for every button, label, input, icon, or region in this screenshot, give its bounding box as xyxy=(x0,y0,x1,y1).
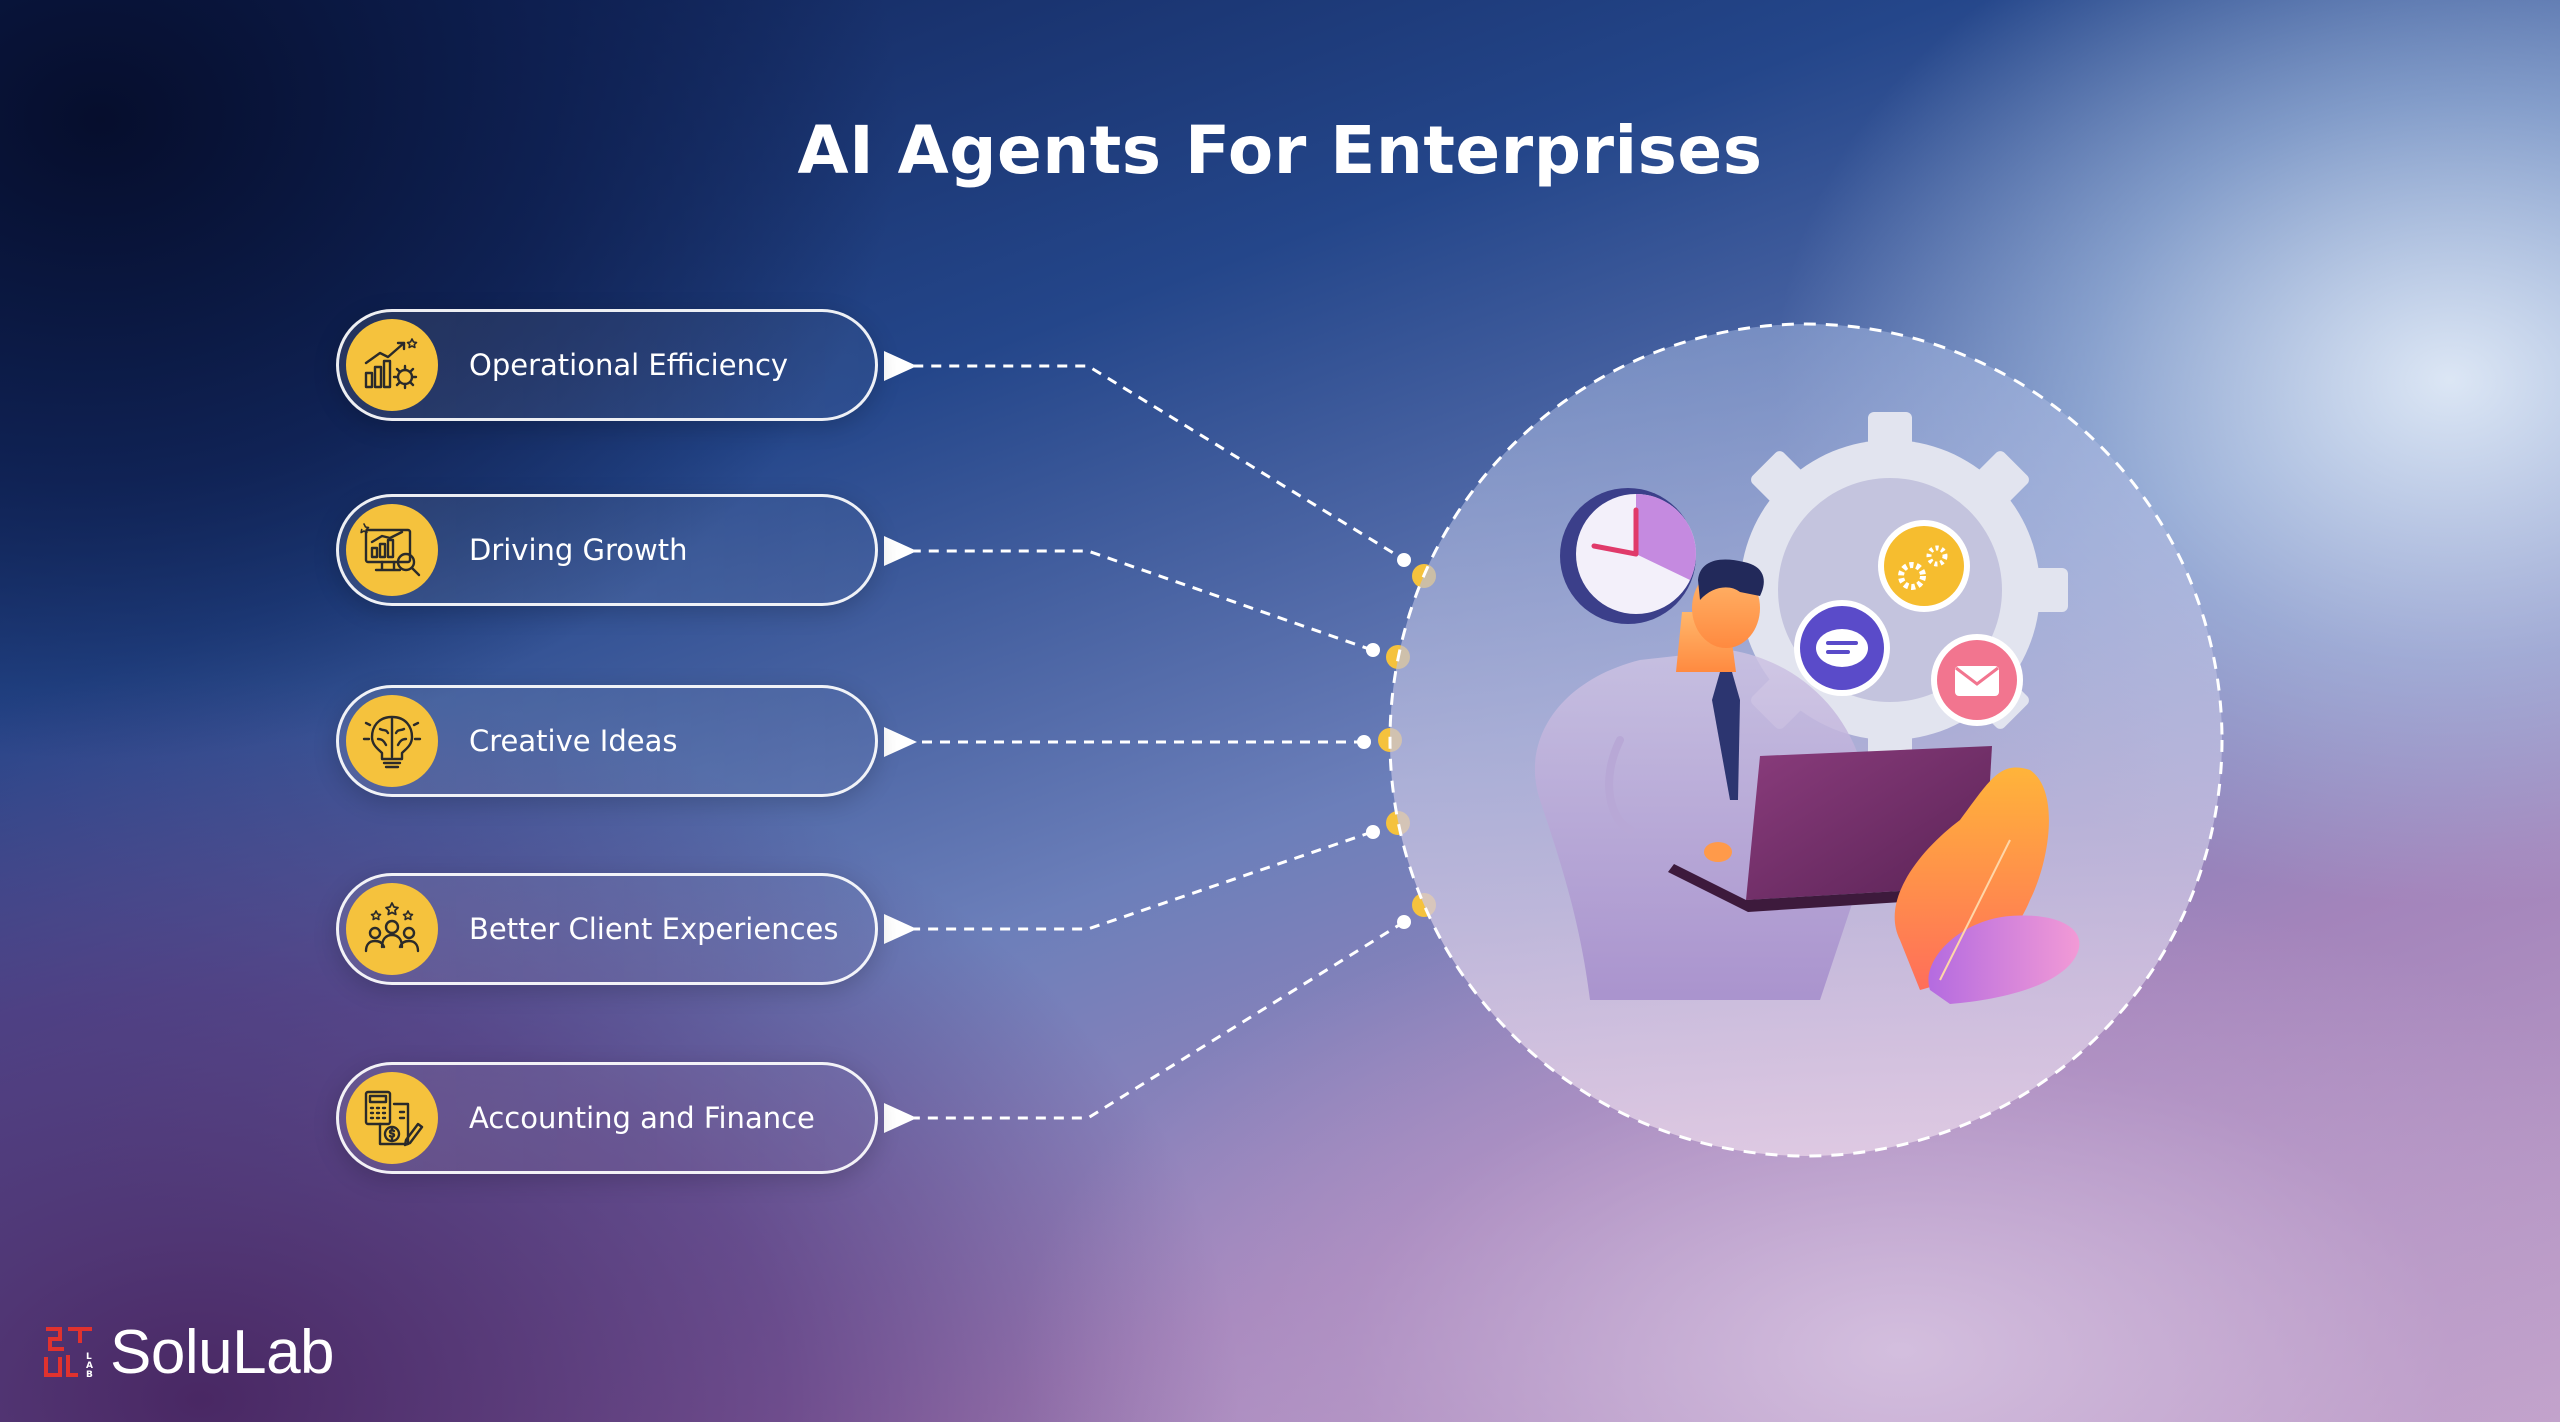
connector-better-client-experiences xyxy=(884,830,1373,944)
page-title: AI Agents For Enterprises xyxy=(797,112,1763,189)
brain-lightbulb-icon xyxy=(346,695,438,787)
item-operational-efficiency: Operational Efficiency xyxy=(336,309,878,421)
brand-logo: L A B SoluLab xyxy=(42,1317,335,1387)
connector-driving-growth xyxy=(884,536,1373,652)
monitor-analytics-icon xyxy=(346,504,438,596)
brand-name: SoluLab xyxy=(110,1317,335,1387)
item-accounting-finance: Accounting and Finance xyxy=(336,1062,878,1174)
settings-badge-icon xyxy=(1878,520,1970,612)
person-tie xyxy=(1712,672,1740,800)
person-body xyxy=(1534,650,1860,1000)
item-label: Driving Growth xyxy=(469,533,688,567)
item-creative-ideas: Creative Ideas xyxy=(336,685,878,797)
chat-badge-icon xyxy=(1794,600,1890,696)
people-stars-icon xyxy=(346,883,438,975)
item-label: Better Client Experiences xyxy=(469,912,839,946)
connector-operational-efficiency xyxy=(884,351,1409,564)
calculator-invoice-icon xyxy=(346,1072,438,1164)
item-label: Operational Efficiency xyxy=(469,348,789,382)
clock-icon xyxy=(1560,488,1696,624)
mail-badge-icon xyxy=(1931,634,2023,726)
plant xyxy=(1894,767,2049,990)
chart-growth-gear-icon xyxy=(346,319,438,411)
svg-text:A: A xyxy=(86,1361,93,1371)
connector-accounting-finance xyxy=(884,920,1405,1133)
item-label: Creative Ideas xyxy=(469,724,678,758)
item-driving-growth: Driving Growth xyxy=(336,494,878,606)
item-label: Accounting and Finance xyxy=(469,1101,815,1135)
svg-text:B: B xyxy=(86,1370,93,1379)
item-better-client-experiences: Better Client Experiences xyxy=(336,873,878,985)
svg-text:L: L xyxy=(86,1352,92,1362)
solulab-logo-icon: L A B xyxy=(44,1327,93,1379)
